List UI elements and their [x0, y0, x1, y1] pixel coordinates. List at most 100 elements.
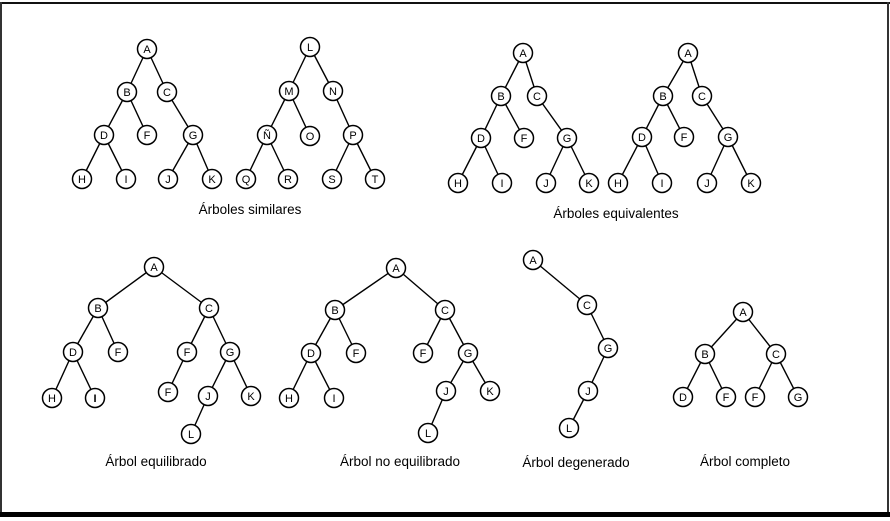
tree-node-G: [457, 342, 479, 364]
tree-node-C: [765, 343, 787, 365]
tree-node-D: [300, 342, 322, 364]
tree-node-label: L: [307, 42, 313, 54]
tree-node-I: [115, 168, 137, 190]
tree-node-J: [535, 172, 557, 194]
tree-node-C: [434, 299, 456, 321]
tree-node-label: B: [701, 349, 708, 361]
tree-node-label: Ñ: [263, 129, 271, 142]
tree-node-F: [673, 126, 695, 148]
tree-node-label: N: [329, 86, 337, 98]
tree-node-H: [278, 387, 300, 409]
tree-node-R: [277, 168, 299, 190]
tree-node-label: A: [150, 262, 158, 274]
tree-node-label: I: [500, 178, 503, 190]
tree-node-label: D: [100, 130, 108, 142]
tree-node-label: J: [205, 391, 211, 403]
tree-node-K: [201, 168, 223, 190]
tree-node-H: [71, 168, 93, 190]
tree-node-C: [156, 81, 178, 103]
tree-node-F: [744, 386, 766, 408]
tree-node-G: [182, 124, 204, 146]
tree-node-label: A: [529, 255, 537, 267]
tree-node-C: [526, 85, 548, 107]
tree-node-L: [180, 423, 202, 445]
tree-node-label: C: [205, 303, 213, 315]
tree-node-label: L: [188, 429, 194, 441]
tree-node-label: G: [226, 347, 235, 359]
tree-node-label: K: [247, 391, 255, 403]
caption-arbol-no-equilibrado: Árbol no equilibrado: [339, 454, 461, 469]
tree-node-label: D: [679, 392, 687, 404]
tree-node-F: [715, 386, 737, 408]
tree-node-A: [512, 42, 534, 64]
tree-node-label: F: [144, 130, 151, 142]
tree-node-J: [197, 385, 219, 407]
tree-node-label: K: [585, 178, 593, 190]
tree-node-label: D: [638, 132, 646, 144]
tree-node-F: [157, 381, 179, 403]
tree-node-H: [41, 387, 63, 409]
tree-node-O: [299, 125, 321, 147]
tree-node-D: [93, 124, 115, 146]
tree-node-label: S: [328, 174, 335, 186]
tree-edge-A-C: [395, 267, 446, 311]
tree-node-label: K: [747, 178, 755, 190]
tree-edge-A-B: [334, 267, 397, 311]
tree-node-label: F: [723, 392, 730, 404]
tree-node-label: L: [425, 428, 431, 440]
tree-node-F: [107, 341, 129, 363]
tree-node-C: [691, 85, 713, 107]
tree-node-label: I: [660, 178, 663, 190]
tree-node-S: [321, 168, 343, 190]
tree-node-M: [278, 80, 300, 102]
tree-node-label: C: [163, 87, 171, 99]
frame-bottom-border: [0, 512, 890, 517]
tree-node-F: [345, 342, 367, 364]
tree-node-label: I: [93, 393, 96, 405]
tree-node-B: [116, 81, 138, 103]
frame-left-border: [0, 2, 2, 517]
tree-node-F: [412, 342, 434, 364]
tree-node-label: F: [184, 347, 191, 359]
tree-node-K: [740, 172, 762, 194]
tree-node-label: A: [684, 48, 692, 60]
tree-node-B: [490, 85, 512, 107]
tree-node-H: [607, 172, 629, 194]
tree-node-label: G: [604, 343, 613, 355]
tree-node-L: [558, 417, 580, 439]
tree-node-D: [470, 127, 492, 149]
tree-node-C: [576, 294, 598, 316]
frame-top-border: [0, 2, 890, 4]
tree-node-G: [597, 337, 619, 359]
caption-arboles-equivalentes: Árboles equivalentes: [553, 206, 679, 221]
tree-node-label: C: [583, 300, 591, 312]
caption-arboles-similares: Árboles similares: [198, 202, 302, 217]
tree-node-label: F: [420, 348, 427, 360]
tree-edge-A-C: [153, 266, 210, 309]
tree-node-Q: [235, 168, 257, 190]
tree-node-J: [435, 380, 457, 402]
tree-node-B: [87, 297, 109, 319]
tree-node-P: [342, 124, 364, 146]
tree-node-label: F: [521, 133, 528, 145]
tree-node-F: [513, 127, 535, 149]
tree-node-label: B: [94, 303, 101, 315]
tree-node-L: [417, 422, 439, 444]
frame-right-border: [887, 2, 889, 517]
tree-node-B: [652, 85, 674, 107]
tree-node-label: G: [189, 130, 198, 142]
tree-node-K: [240, 385, 262, 407]
tree-node-label: M: [284, 86, 293, 98]
tree-node-label: F: [752, 392, 759, 404]
tree-node-C: [198, 297, 220, 319]
tree-node-label: B: [497, 91, 504, 103]
tree-node-J: [577, 380, 599, 402]
tree-node-label: F: [115, 347, 122, 359]
tree-node-B: [324, 299, 346, 321]
tree-node-label: Q: [242, 174, 251, 186]
